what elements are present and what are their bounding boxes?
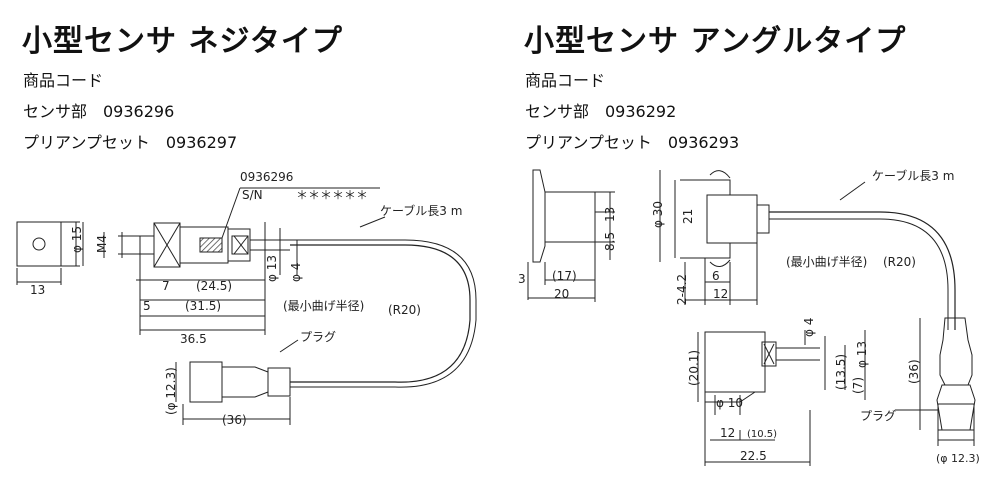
dia13-label: φ 13 xyxy=(855,341,869,368)
sn-label: S/N xyxy=(242,188,263,202)
thread-stud xyxy=(139,235,155,255)
bend-label: (最小曲げ半径) xyxy=(283,299,364,313)
dia13-label: φ 13 xyxy=(265,255,279,282)
side-body xyxy=(544,191,596,243)
right-preamp-code: プリアンプセット 0936293 xyxy=(525,133,740,152)
dia30-label: φ 30 xyxy=(651,201,665,228)
d10-5-label: (10.5) xyxy=(747,429,777,440)
dia4-label: φ 4 xyxy=(289,263,303,282)
cable xyxy=(290,244,471,383)
part-no-label: 0936296 xyxy=(240,170,293,184)
right-title: 小型センサ アングルタイプ xyxy=(524,24,907,59)
d13-label: 13 xyxy=(603,207,617,222)
front-body xyxy=(706,194,758,244)
cable-length-label: ケーブル長3 m xyxy=(380,203,462,218)
right-code-heading: 商品コード xyxy=(525,71,606,90)
cable xyxy=(769,211,956,330)
right-sensor-code: センサ部 0936292 xyxy=(525,102,677,121)
b12-label: 12 xyxy=(720,426,735,440)
d7-label: (7) xyxy=(851,377,865,394)
dia10-label: φ 10 xyxy=(716,396,743,410)
d22-5-label: 22.5 xyxy=(740,449,767,463)
d24-5-label: (24.5) xyxy=(196,279,232,293)
dia15-label: φ 15 xyxy=(70,226,84,253)
d7-label: 7 xyxy=(162,279,170,293)
plug-body xyxy=(221,366,269,398)
d8-5-label: 8.5 xyxy=(603,232,617,251)
d36-5-label: 36.5 xyxy=(180,332,207,346)
side-bracket xyxy=(532,169,546,263)
plug-body xyxy=(936,384,976,431)
dia12-3-label: (φ 12.3) xyxy=(164,367,178,415)
d6-label: 6 xyxy=(712,269,720,283)
d21-label: 21 xyxy=(681,209,695,224)
d2-4-2-label: 2-4.2 xyxy=(675,274,689,305)
dia12-3-label: (φ 12.3) xyxy=(936,452,980,465)
thread-label: M4 xyxy=(95,235,109,253)
left-code-heading: 商品コード xyxy=(23,71,104,90)
bottom-body xyxy=(704,331,766,393)
plug-nut xyxy=(189,361,223,403)
left-sensor-code: センサ部 0936296 xyxy=(23,102,175,121)
left-preamp-code: プリアンプセット 0936297 xyxy=(23,133,238,152)
r20-label: (R20) xyxy=(883,255,916,269)
plug-label: プラグ xyxy=(860,409,896,423)
cable-length-label: ケーブル長3 m xyxy=(872,168,954,183)
w13-label: 13 xyxy=(30,283,45,297)
end-view-body xyxy=(16,221,62,267)
end-view-hole xyxy=(32,237,46,251)
d3-label: 3 xyxy=(518,272,526,286)
d12-label: 12 xyxy=(713,287,728,301)
sn-value: ＊＊＊＊＊＊ xyxy=(296,188,368,202)
d20-1-label: (20.1) xyxy=(687,350,701,386)
dia4-label: φ 4 xyxy=(802,318,816,337)
r20-label: (R20) xyxy=(388,303,421,317)
plug-label: プラグ xyxy=(300,330,336,344)
d36-label: (36) xyxy=(222,413,247,427)
d31-5-label: (31.5) xyxy=(185,299,221,313)
plug-nut xyxy=(939,317,973,386)
right-dimension-drawing: ケーブル長3 m 13 8.5 3 (17) 20 φ 30 21 2-4.2 … xyxy=(518,168,980,466)
bend-label: (最小曲げ半径) xyxy=(786,255,867,269)
d36-label: (36) xyxy=(907,359,921,384)
left-dimension-drawing: 0936296 S/N ＊＊＊＊＊＊ ケーブル長3 m M4 φ 15 13 7… xyxy=(16,170,477,427)
d20-label: 20 xyxy=(554,287,569,301)
d5-label: 5 xyxy=(143,299,151,313)
left-title: 小型センサ ネジタイプ xyxy=(22,24,343,59)
d17-label: (17) xyxy=(552,269,577,283)
d13-5-label: (13.5) xyxy=(834,354,848,390)
